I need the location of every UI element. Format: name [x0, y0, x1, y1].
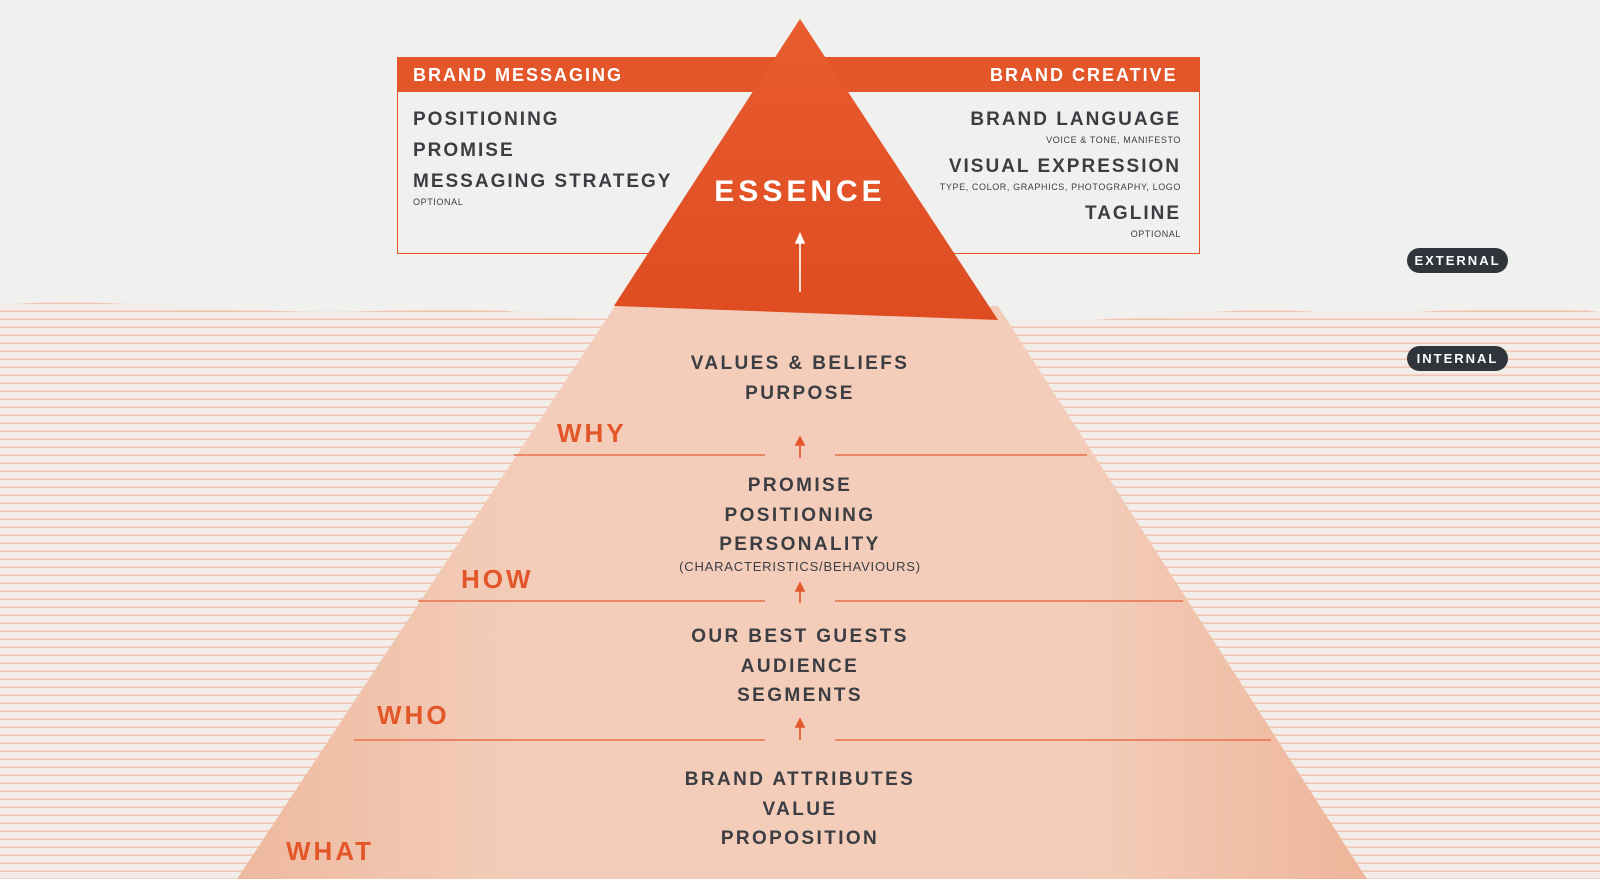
- tier-line: VALUE: [762, 798, 838, 820]
- tier-what-content: BRAND ATTRIBUTES VALUE PROPOSITION: [600, 765, 1000, 854]
- internal-badge: INTERNAL: [1407, 346, 1508, 371]
- tier-line: OUR BEST GUESTS: [691, 626, 909, 647]
- level-who: WHO: [377, 700, 450, 730]
- tier-line: SEGMENTS: [737, 685, 863, 706]
- pyramid-lower: [237, 306, 1367, 879]
- tagline-note: OPTIONAL: [1130, 229, 1181, 239]
- external-badge: EXTERNAL: [1407, 248, 1508, 273]
- tier-line: POSITIONING: [724, 504, 876, 526]
- visual-note: TYPE, COLOR, GRAPHICS, PHOTOGRAPHY, LOGO: [939, 182, 1181, 192]
- tier-line: PROPOSITION: [720, 828, 880, 849]
- level-why: WHY: [557, 418, 627, 448]
- strategy-note: OPTIONAL: [413, 197, 464, 207]
- up-arrow-icon: [794, 435, 806, 458]
- tier-line: VALUES & BELIEFS: [690, 353, 910, 374]
- tier-note: (CHARACTERISTICS/BEHAVIOURS): [679, 558, 921, 574]
- creative-item-tagline: TAGLINE: [1085, 203, 1181, 224]
- brand-messaging-header: BRAND MESSAGING: [413, 65, 624, 85]
- messaging-item-positioning: POSITIONING: [413, 109, 560, 130]
- level-how: HOW: [461, 564, 534, 594]
- messaging-item-strategy: MESSAGING STRATEGY: [413, 171, 673, 192]
- tier-who-content: OUR BEST GUESTS AUDIENCE SEGMENTS: [600, 622, 1000, 711]
- tier-line: AUDIENCE: [740, 655, 860, 677]
- up-arrow-icon: [794, 232, 806, 292]
- creative-item-visual: VISUAL EXPRESSION: [948, 156, 1181, 177]
- tier-why-content: VALUES & BELIEFS PURPOSE: [600, 349, 1000, 408]
- language-note: VOICE & TONE, MANIFESTO: [1046, 135, 1181, 145]
- up-arrow-icon: [794, 717, 806, 740]
- up-arrow-icon: [794, 581, 806, 603]
- tier-line: PURPOSE: [745, 382, 855, 404]
- essence-label: ESSENCE: [714, 175, 886, 208]
- tier-how-content: PROMISE POSITIONING PERSONALITY (CHARACT…: [600, 471, 1000, 574]
- messaging-item-promise: PROMISE: [413, 140, 515, 161]
- tier-line: BRAND ATTRIBUTES: [684, 769, 916, 790]
- tier-line: PERSONALITY: [719, 534, 881, 555]
- level-what: WHAT: [286, 836, 375, 866]
- creative-item-language: BRAND LANGUAGE: [970, 109, 1181, 130]
- brand-creative-header: BRAND CREATIVE: [990, 65, 1178, 85]
- tier-line: PROMISE: [747, 475, 853, 496]
